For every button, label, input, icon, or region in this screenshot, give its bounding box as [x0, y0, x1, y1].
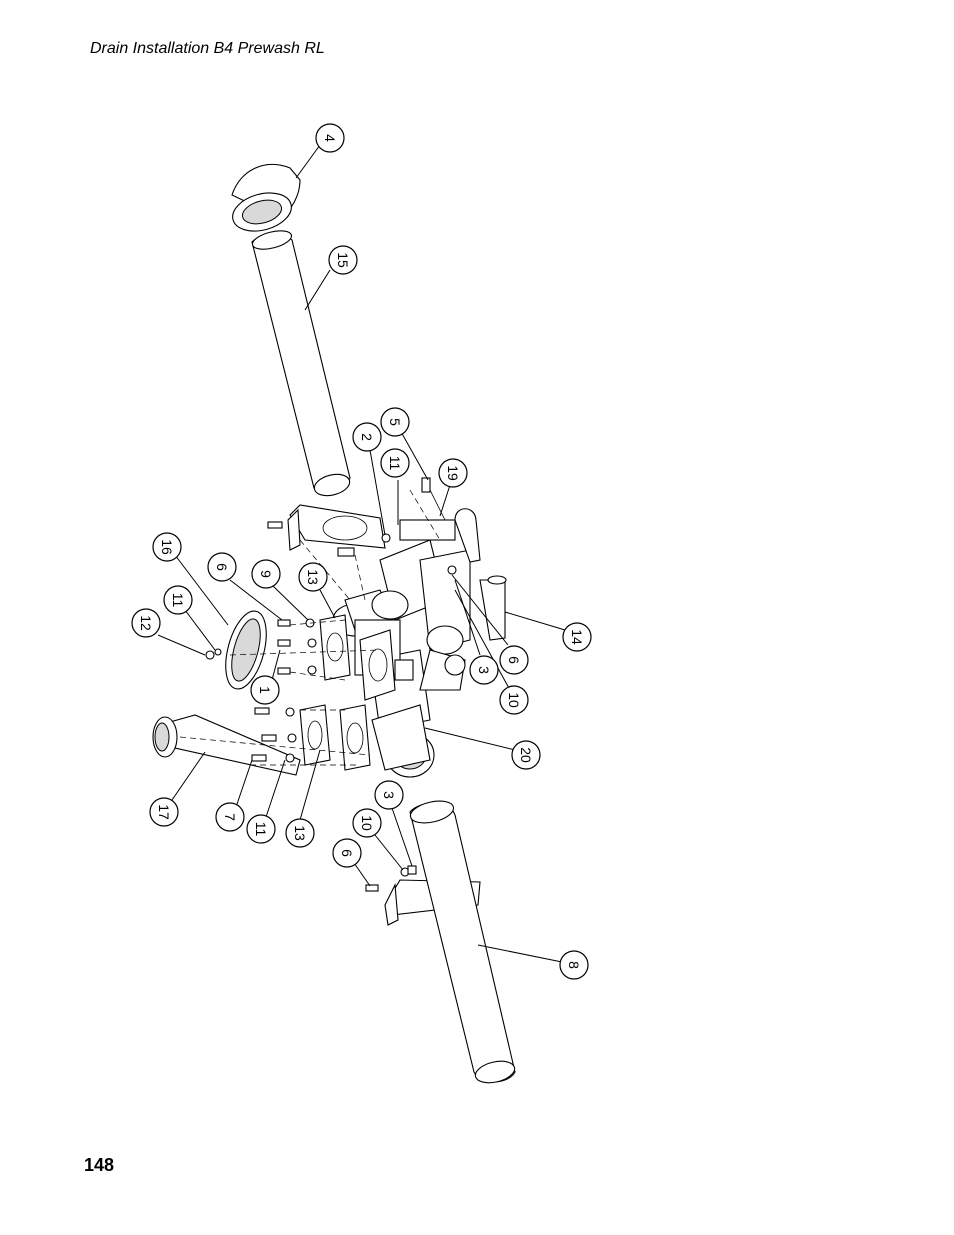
callout-1: 1 [250, 675, 280, 705]
flange-gaskets [299, 614, 396, 771]
callout-14: 14 [562, 622, 592, 652]
callout-6: 6 [207, 552, 237, 582]
callout-19: 19 [438, 458, 468, 488]
callout-6: 6 [332, 838, 362, 868]
strainer-disc [225, 610, 267, 690]
callout-label: 8 [566, 961, 582, 969]
callout-9: 9 [251, 559, 281, 589]
callout-label: 6 [339, 849, 355, 857]
callout-11: 11 [163, 585, 193, 615]
actuator-rod [421, 477, 507, 641]
callout-label: 13 [292, 825, 308, 841]
callout-label: 15 [335, 252, 351, 268]
callout-label: 10 [506, 692, 522, 708]
center-lines [179, 489, 441, 766]
leader-lines [157, 144, 566, 963]
callout-15: 15 [328, 245, 358, 275]
callout-7: 7 [215, 802, 245, 832]
callout-label: 17 [156, 804, 172, 820]
callout-6: 6 [499, 645, 529, 675]
callout-label: 20 [518, 747, 534, 763]
callout-10: 10 [499, 685, 529, 715]
callout-label: 2 [359, 433, 375, 441]
callout-label: 7 [222, 813, 238, 821]
fasteners [205, 533, 457, 892]
callout-label: 6 [506, 656, 522, 664]
callout-12: 12 [131, 608, 161, 638]
pipe-upper [251, 230, 351, 497]
callout-label: 3 [381, 791, 397, 799]
callout-13: 13 [298, 562, 328, 592]
callout-17: 17 [149, 797, 179, 827]
elbow-part [231, 163, 301, 232]
callout-label: 9 [258, 570, 274, 578]
page-title: Drain Installation B4 Prewash RL [90, 40, 325, 57]
callout-16: 16 [152, 532, 182, 562]
callout-label: 13 [305, 569, 321, 585]
callout-label: 11 [387, 456, 403, 471]
callout-8: 8 [559, 950, 589, 980]
callout-label: 12 [138, 615, 154, 631]
callout-label: 11 [170, 593, 186, 608]
callout-label: 6 [214, 563, 230, 571]
callout-10: 10 [352, 808, 382, 838]
callout-label: 5 [387, 418, 403, 426]
callout-11: 11 [246, 814, 276, 844]
callout-label: 4 [322, 134, 338, 142]
callout-20: 20 [511, 740, 541, 770]
callout-label: 11 [253, 822, 269, 837]
callout-4: 4 [315, 123, 345, 153]
callout-11: 11 [380, 448, 410, 478]
callout-label: 16 [159, 539, 175, 555]
callout-2: 2 [352, 422, 382, 452]
standpipe [152, 714, 301, 776]
callout-3: 3 [374, 780, 404, 810]
page-number: 148 [84, 1155, 115, 1175]
callout-label: 10 [359, 815, 375, 831]
callout-5: 5 [380, 407, 410, 437]
callout-label: 3 [476, 666, 492, 674]
bracket-upper [267, 504, 386, 557]
callout-3: 3 [469, 655, 499, 685]
pipe-lower [409, 800, 516, 1084]
callout-label: 1 [257, 686, 273, 694]
callout-label: 19 [445, 465, 461, 481]
callout-label: 14 [569, 629, 585, 645]
callout-13: 13 [285, 818, 315, 848]
